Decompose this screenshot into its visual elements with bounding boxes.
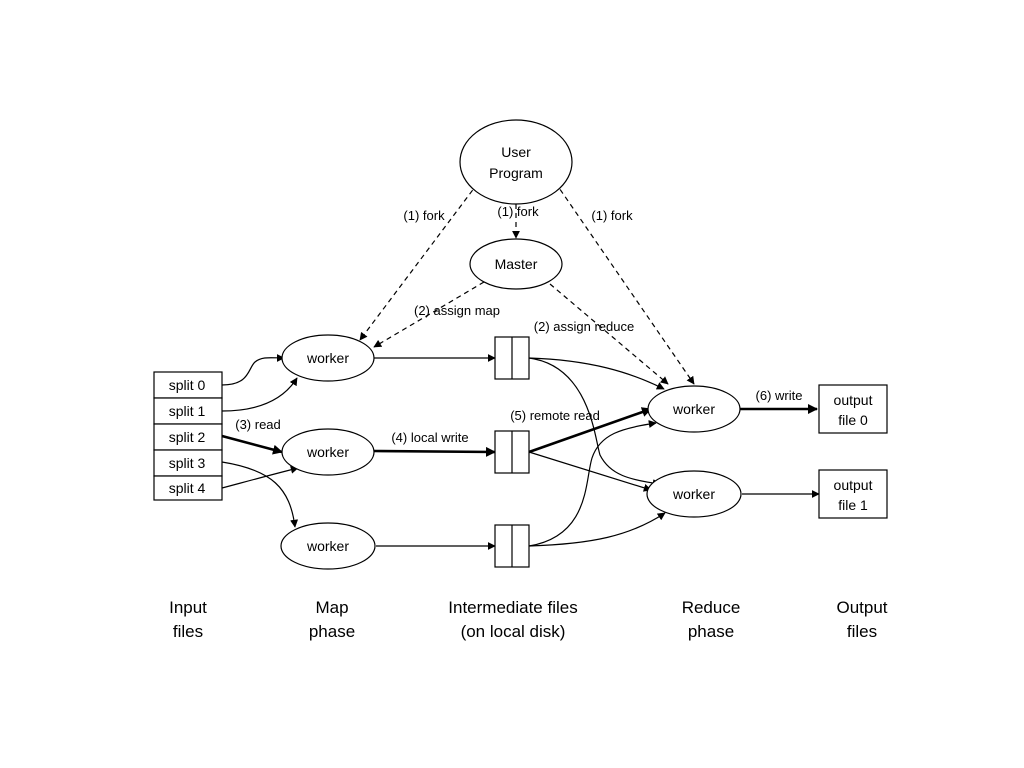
remote-read-arrow-2b: [528, 451, 652, 492]
map-worker-node-3: [280, 522, 376, 570]
phase-input-line2: files: [173, 622, 203, 641]
fork-label-right: (1) fork: [591, 208, 633, 223]
phase-intermediate-line1: Intermediate files: [448, 598, 577, 617]
assign-map-arrow: [373, 281, 485, 348]
read-arrow-split-1: [221, 377, 298, 412]
intermediate-file-2: [494, 430, 530, 474]
intermediate-file-3: [494, 524, 530, 568]
phase-output-line2: files: [847, 622, 877, 641]
fork-arrow-to-reduce-worker: [554, 181, 695, 385]
assign-map-label: (2) assign map: [414, 303, 500, 318]
assign-reduce-arrow: [549, 283, 669, 385]
user-program-node: [459, 119, 573, 205]
intermediate-file-1: [494, 336, 530, 380]
split-label-3: split 3: [169, 455, 206, 471]
reduce-worker-label-2: worker: [672, 486, 715, 502]
split-label-0: split 0: [169, 377, 206, 393]
reduce-worker-node-1: [647, 385, 741, 433]
master-label: Master: [495, 256, 538, 272]
output-file-0-line2: file 0: [838, 412, 868, 428]
map-worker-label-2: worker: [306, 444, 349, 460]
phase-input-line1: Input: [169, 598, 207, 617]
remote-read-arrow-3b: [528, 512, 666, 547]
assign-reduce-label: (2) assign reduce: [534, 319, 634, 334]
phase-labels: Input files Map phase Intermediate files…: [169, 598, 888, 641]
split-box-2: [153, 423, 223, 451]
remote-read-arrow-1a: [528, 357, 665, 390]
split-label-4: split 4: [169, 480, 206, 496]
phase-map-line2: phase: [309, 622, 355, 641]
read-arrow-split-0: [221, 353, 285, 386]
phase-reduce-line1: Reduce: [682, 598, 741, 617]
phase-reduce-line2: phase: [688, 622, 734, 641]
remote-read-arrow-1b: [528, 357, 661, 488]
map-worker-node-1: [281, 334, 375, 382]
output-file-1-line2: file 1: [838, 497, 868, 513]
reduce-worker-node-2: [646, 470, 742, 518]
input-splits: split 0 split 1 split 2 split 3 split 4: [153, 371, 223, 501]
output-file-box-0: [818, 384, 888, 434]
map-worker-label-1: worker: [306, 350, 349, 366]
read-arrow-split-4: [221, 465, 299, 489]
write-label: (6) write: [756, 388, 803, 403]
phase-output-line1: Output: [836, 598, 887, 617]
read-arrow-split-2: [221, 434, 283, 455]
output-file-1-line1: output: [834, 477, 873, 493]
map-worker-label-3: worker: [306, 538, 349, 554]
split-box-4: [153, 475, 223, 501]
read-label: (3) read: [235, 417, 281, 432]
split-label-1: split 1: [169, 403, 206, 419]
fork-label-left: (1) fork: [403, 208, 445, 223]
fork-arrow-to-map-worker: [359, 182, 479, 341]
master-node: [469, 238, 563, 290]
remote-read-arrow-2a: [528, 407, 652, 454]
fork-label-center: (1) fork: [497, 204, 539, 219]
local-write-label: (4) local write: [391, 430, 468, 445]
split-box-0: [153, 371, 223, 399]
output-file-0-line1: output: [834, 392, 873, 408]
phase-map-line1: Map: [315, 598, 348, 617]
read-arrow-split-3: [221, 461, 299, 528]
output-file-box-1: [818, 469, 888, 519]
map-worker-node-2: [281, 428, 375, 476]
remote-read-label: (5) remote read: [510, 408, 600, 423]
user-program-label-line2: Program: [489, 165, 543, 181]
user-program-label-line1: User: [501, 144, 531, 160]
phase-intermediate-line2: (on local disk): [461, 622, 566, 641]
local-write-arrow: [373, 446, 496, 457]
remote-read-arrow-3a: [528, 420, 657, 547]
split-label-2: split 2: [169, 429, 206, 445]
reduce-worker-label-1: worker: [672, 401, 715, 417]
